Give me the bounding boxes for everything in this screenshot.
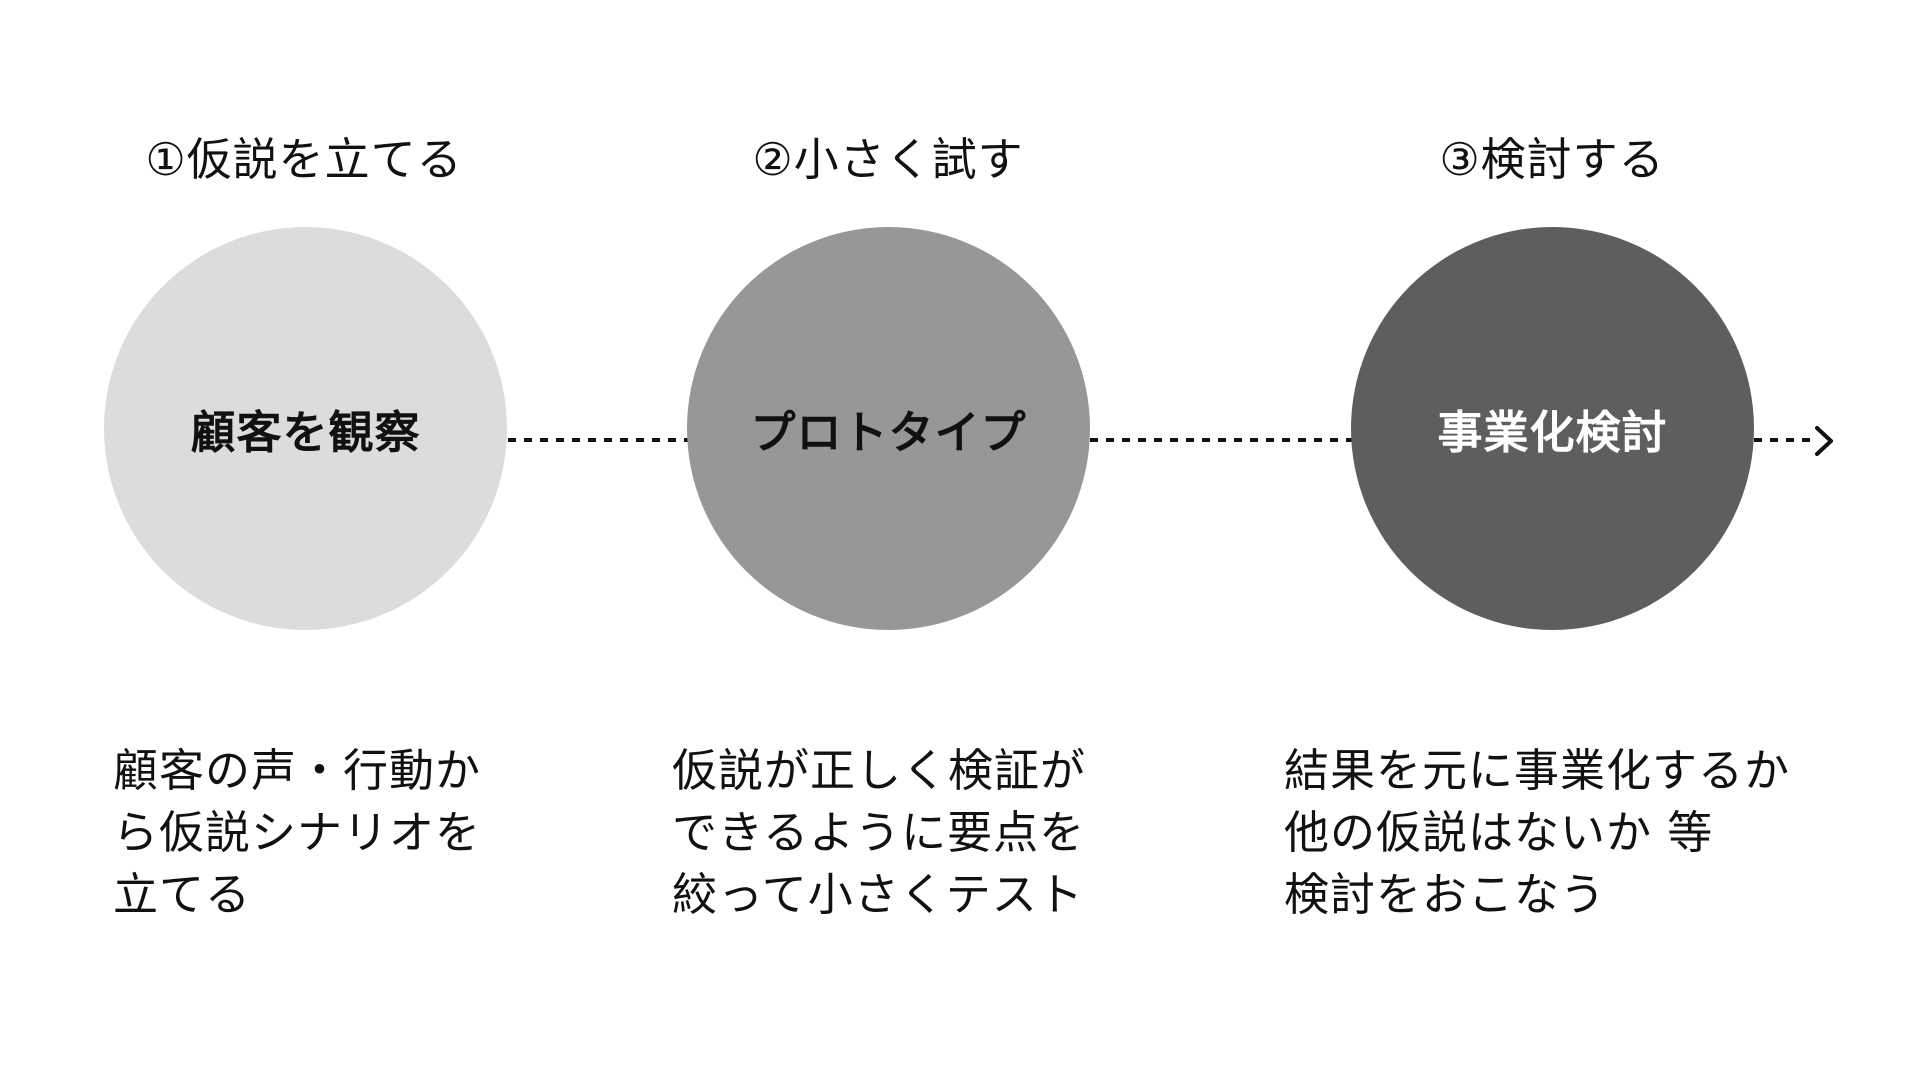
connector-1-2 (508, 436, 688, 444)
step-1-title: ①仮説を立てる (145, 133, 463, 186)
step-3-circle: 事業化検討 (1351, 227, 1754, 630)
step-3-description: 結果を元に事業化するか 他の仮説はないか 等 検討をおこなう (1284, 744, 1791, 921)
connector-3-end (1754, 436, 1814, 444)
step-3-title: ③検討する (1439, 133, 1665, 186)
step-2-circle-label: プロトタイプ (750, 406, 1027, 459)
step-1-description: 顧客の声・行動か ら仮説シナリオを 立てる (113, 744, 482, 921)
step-1-circle-label: 顧客を観察 (190, 406, 421, 459)
arrow-right-icon (1801, 424, 1835, 462)
step-2-circle: プロトタイプ (687, 227, 1090, 630)
step-1-circle: 顧客を観察 (104, 227, 507, 630)
step-2-title: ②小さく試す (752, 133, 1024, 186)
step-2-description: 仮説が正しく検証が できるように要点を 絞って小さくテスト (672, 744, 1087, 921)
connector-2-3 (1090, 436, 1352, 444)
step-3-circle-label: 事業化検討 (1437, 406, 1668, 459)
